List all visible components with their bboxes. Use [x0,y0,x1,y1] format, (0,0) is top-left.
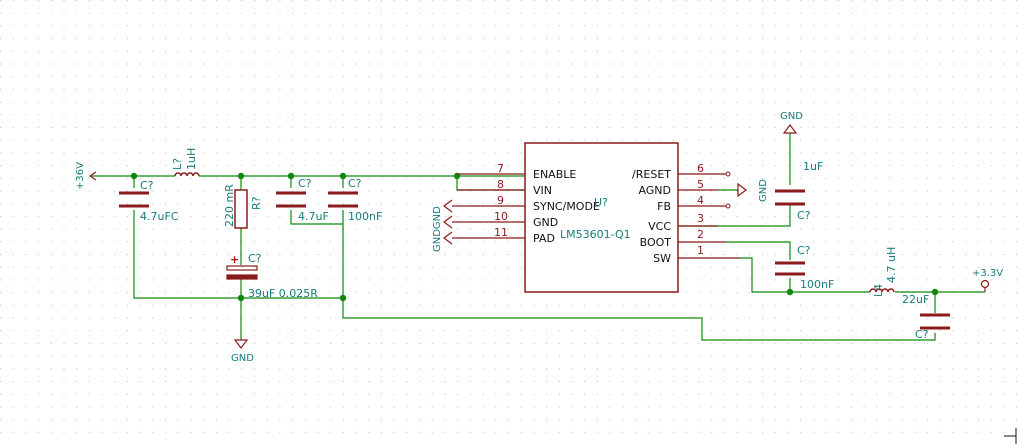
c-elec-ref: C? [248,252,262,265]
sheet-corner [1004,428,1017,444]
pin-name-boot: BOOT [640,236,672,249]
inductor-l1[interactable]: L? 1uH [171,148,200,177]
junction [931,288,939,296]
pin-name-reset: /RESET [632,168,671,181]
power-gnd-agnd[interactable]: GND [737,179,769,202]
capacitor-c-vcc[interactable]: 1uF C? [775,160,823,222]
c-vcc-ref: C? [797,209,811,222]
pin-num-6: 6 [697,162,704,175]
inductor-l4[interactable]: L4 4.7 uH [869,247,898,297]
pin-num-5: 5 [697,178,704,191]
pin-name-vcc: VCC [648,220,671,233]
c2-value: 4.7uF [298,210,329,223]
pin-num-11: 11 [494,226,508,239]
power-label-gnd-top: GND [780,111,803,122]
c-boot-ref: C? [797,244,811,257]
pin-num-10: 10 [494,210,508,223]
c-elec-polarity: + [230,253,239,266]
capacitor-electrolytic[interactable]: + C? 39uF 0.025R [226,252,318,300]
l4-value: 4.7 uH [885,247,898,283]
power-label-3v3: +3.3V [972,268,1003,279]
pin-num-8: 8 [497,178,504,191]
junction [130,172,138,180]
c3-ref: C? [348,177,362,190]
ic-lm53601[interactable]: ENABLE VIN SYNC/MODE GND PAD 7 8 9 10 11… [457,142,740,293]
l4-ref: L4 [872,284,885,297]
power-gnd-left[interactable]: GNDGND [432,199,457,252]
pin-name-sw: SW [653,252,671,265]
c-elec-value: 39uF 0.025R [248,287,318,300]
pin-name-gnd: GND [533,216,558,229]
c-out-ref: C? [915,328,929,341]
pin-num-3: 3 [697,212,704,225]
c3-value: 100nF [348,210,382,223]
r1-value: 220 mR [223,184,236,227]
pin-num-7: 7 [497,162,504,175]
capacitor-c3[interactable]: C? 100nF [328,177,382,223]
junction [339,172,347,180]
ic-ref: U? [594,196,608,209]
capacitor-c-out[interactable]: 22uF C? [902,293,950,341]
c1-ref: C? [140,179,154,192]
power-3v3[interactable]: +3.3V [972,268,1003,292]
resistor-r1[interactable]: R? 220 mR [223,184,263,229]
junction [237,172,245,180]
pin-name-fb: FB [657,200,671,213]
power-gnd-top[interactable]: GND [780,111,803,134]
power-label-gnd-left: GNDGND [432,206,443,252]
pin-name-agnd: AGND [638,184,671,197]
wires [90,133,985,341]
capacitor-c2[interactable]: C? 4.7uF [276,177,329,223]
junction [287,172,295,180]
c1-value: 4.7uFC [140,210,179,223]
c-boot-value: 100nF [800,278,834,291]
power-label-gnd-bottom: GND [231,353,254,364]
pin-name-sync-mode: SYNC/MODE [533,200,600,213]
junctions [130,172,939,302]
c-vcc-value: 1uF [803,160,823,173]
junction [237,294,245,302]
l1-ref: L? [171,158,184,170]
ic-body [524,142,679,293]
c2-ref: C? [298,177,312,190]
ic-value: LM53601-Q1 [560,228,631,241]
pin-num-9: 9 [497,194,504,207]
c-out-value: 22uF [902,293,929,306]
pin-num-4: 4 [697,194,704,207]
power-gnd-bottom[interactable]: GND [231,339,254,364]
power-label-36v: +36V [75,162,86,190]
pin-name-vin: VIN [533,184,552,197]
pin-num-2: 2 [697,228,704,241]
junction [339,294,347,302]
pin-num-1: 1 [697,244,704,257]
l1-value: 1uH [185,148,198,170]
pin-name-pad: PAD [533,232,555,245]
r1-ref: R? [250,196,263,210]
junction [786,288,794,296]
power-36v[interactable]: +36V [75,162,97,190]
capacitor-c-boot[interactable]: C? 100nF [775,244,834,291]
pin-name-enable: ENABLE [533,168,576,181]
capacitor-c1[interactable]: C? 4.7uFC [119,179,179,223]
power-label-gnd-agnd: GND [758,179,769,202]
